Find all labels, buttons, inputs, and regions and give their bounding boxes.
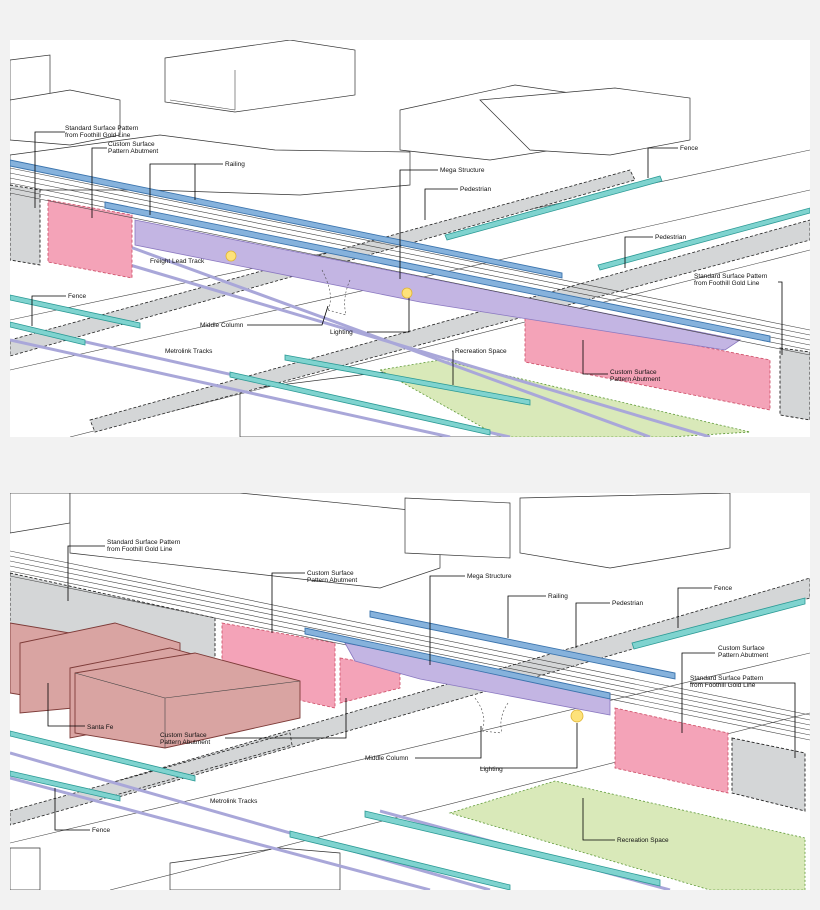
label-custom-surface-right-sub: Pattern Abutment [610, 376, 660, 383]
custom-surface-abutment-right [614, 707, 729, 794]
label-custom-surface-sub: Pattern Abutment [307, 577, 357, 584]
top-diagram: Standard Surface Pattern from Foothill G… [10, 40, 810, 437]
label-standard-surface: Standard Surface Pattern [107, 539, 181, 546]
label-standard-surface-right: Standard Surface Pattern [694, 273, 768, 280]
label-standard-surface-right: Standard Surface Pattern [690, 675, 764, 682]
label-railing: Railing [225, 161, 245, 168]
lighting-lamp-1 [225, 250, 237, 262]
label-custom-surface-right-sub: Pattern Abutment [718, 652, 768, 659]
top-labels: Standard Surface Pattern from Foothill G… [65, 125, 768, 383]
label-middle-column: Middle Column [365, 755, 409, 762]
label-custom-surface-sub: Pattern Abutment [108, 148, 158, 155]
label-custom-surface: Custom Surface [307, 570, 354, 577]
background-buildings [10, 493, 731, 890]
leader-lines [31, 131, 783, 385]
railing-lower [104, 201, 771, 343]
label-mega-structure: Mega Structure [440, 167, 485, 174]
label-railing: Railing [548, 593, 568, 600]
fence-bars [10, 175, 810, 436]
lighting-lamp [570, 709, 584, 723]
label-mega-structure: Mega Structure [467, 573, 512, 580]
bridge-deck-lines [10, 550, 810, 741]
standard-surface-right [779, 347, 810, 421]
label-pedestrian-1: Pedestrian [460, 186, 491, 193]
label-freight-lead-track: Freight Lead Track [150, 258, 205, 265]
label-custom-surface: Custom Surface [108, 141, 155, 148]
label-recreation-space: Recreation Space [455, 348, 507, 355]
bottom-labels: Standard Surface Pattern from Foothill G… [87, 539, 768, 844]
label-custom-surface-left: Custom Surface [160, 732, 207, 739]
middle-column [474, 697, 509, 734]
pedestrian-path-lower [89, 219, 810, 433]
railing-upper [369, 610, 676, 680]
label-custom-surface-left-sub: Pattern Abutment [160, 739, 210, 746]
recreation-space-area [378, 359, 751, 437]
label-standard-surface-sub: from Foothill Gold Line [65, 132, 131, 139]
label-recreation-space: Recreation Space [617, 837, 669, 844]
mega-structure [134, 219, 742, 351]
standard-surface-left [10, 184, 41, 266]
label-custom-surface-right: Custom Surface [718, 645, 765, 652]
railing-lower [304, 627, 611, 700]
middle-column [321, 269, 351, 316]
label-lighting: Lighting [330, 329, 353, 336]
label-pedestrian-2: Pedestrian [655, 234, 686, 241]
label-standard-surface-sub: from Foothill Gold Line [107, 546, 173, 553]
bottom-diagram-panel: Standard Surface Pattern from Foothill G… [10, 493, 810, 890]
label-lighting: Lighting [480, 766, 503, 773]
pedestrian-path-lower [10, 732, 293, 826]
label-middle-column: Middle Column [200, 322, 244, 329]
background-buildings [10, 40, 691, 437]
label-custom-surface-right: Custom Surface [610, 369, 657, 376]
label-metrolink-tracks: Metrolink Tracks [210, 798, 258, 805]
lighting-lamp-2 [401, 287, 413, 299]
standard-surface-right [731, 737, 806, 812]
bottom-diagram: Standard Surface Pattern from Foothill G… [10, 493, 810, 890]
fence-bars [10, 597, 806, 890]
leader-lines [47, 545, 796, 841]
label-standard-surface-right-sub: from Foothill Gold Line [694, 280, 760, 287]
custom-surface-abutment-left [47, 199, 133, 279]
label-fence-1: Fence [714, 585, 732, 592]
top-diagram-panel: Standard Surface Pattern from Foothill G… [10, 40, 810, 437]
recreation-space-area [448, 780, 806, 890]
label-fence-2: Fence [92, 827, 110, 834]
label-fence-1: Fence [680, 145, 698, 152]
label-pedestrian: Pedestrian [612, 600, 643, 607]
santa-fe-buildings [10, 622, 301, 749]
label-standard-surface: Standard Surface Pattern [65, 125, 139, 132]
railing-upper [10, 159, 563, 279]
label-standard-surface-right-sub: from Foothill Gold Line [690, 682, 756, 689]
label-fence-2: Fence [68, 293, 86, 300]
label-metrolink-tracks: Metrolink Tracks [165, 348, 213, 355]
label-santa-fe: Santa Fe [87, 724, 114, 731]
